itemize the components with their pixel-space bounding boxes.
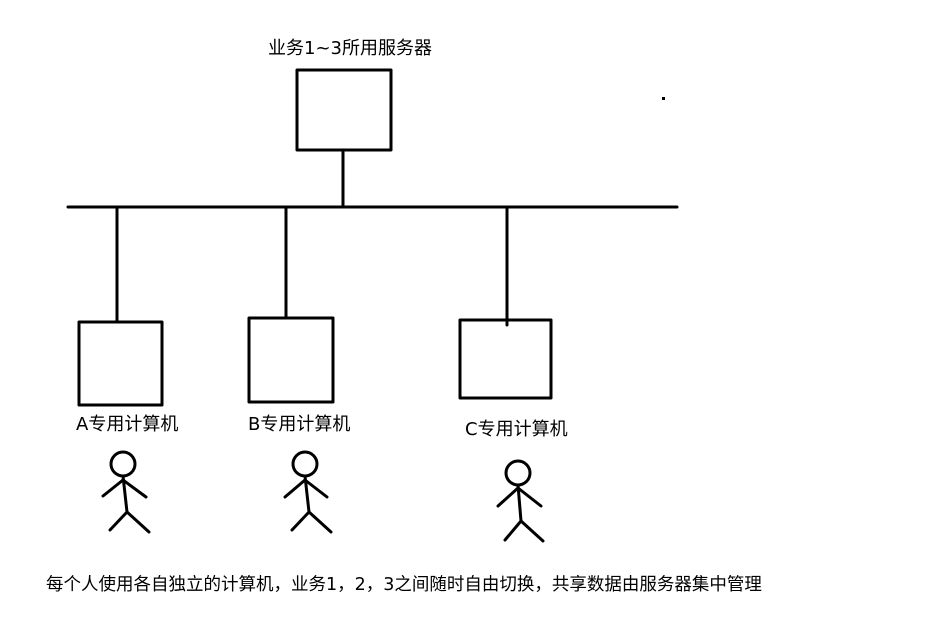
user-a-figure [101,450,151,534]
client-c-label: C专用计算机 [465,419,568,440]
client-a-label: A专用计算机 [76,414,179,435]
stray-dot [662,97,665,100]
client-c-box [458,318,553,400]
diagram-caption: 每个人使用各自独立的计算机，业务1，2，3之间随时自由切换，共享数据由服务器集中… [46,575,762,595]
server-label: 业务1~3所用服务器 [268,38,432,59]
user-b-figure [283,450,333,534]
user-c-figure [496,459,545,543]
client-b-box [247,316,335,404]
server-box [295,68,393,152]
client-b-label: B专用计算机 [248,414,351,435]
client-a-box [77,320,164,407]
